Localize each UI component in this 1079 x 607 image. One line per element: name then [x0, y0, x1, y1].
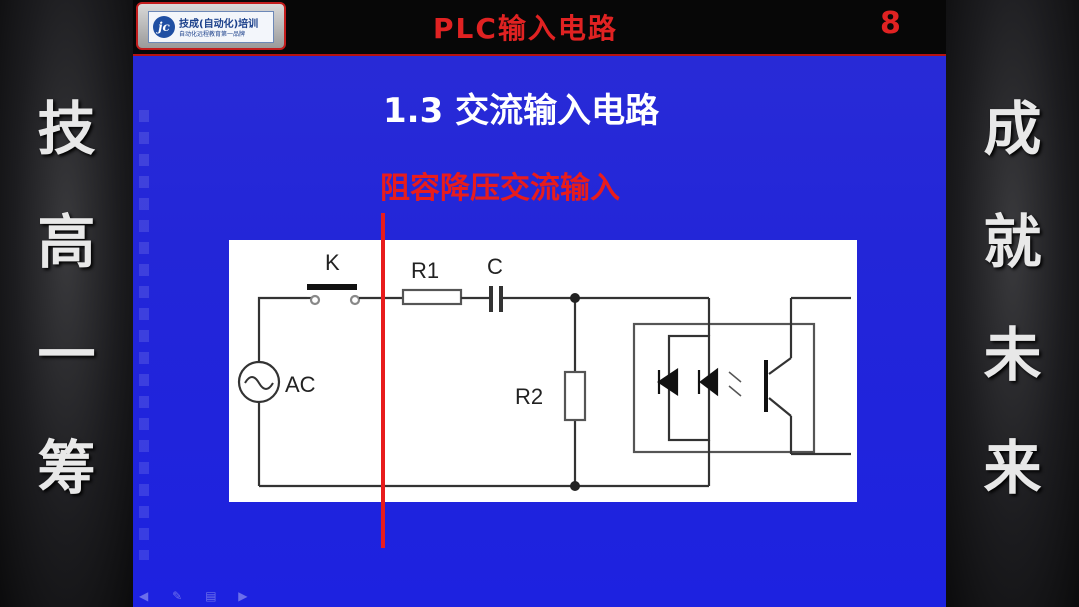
right-banner-char: 来 [983, 434, 1042, 502]
resistor-r2 [563, 370, 587, 422]
logo-mark-icon: jc [153, 16, 175, 38]
annotation-red-line [381, 213, 385, 548]
mouse-pointer-icon: ➤ [516, 366, 528, 382]
logo-tagline: 自动化远程教育第一品牌 [179, 31, 246, 38]
pen-icon[interactable]: ✎ [172, 589, 183, 603]
brand-logo: jc 技成(自动化)培训 自动化远程教育第一品牌 [136, 2, 286, 50]
slide-header-bar: jc 技成(自动化)培训 自动化远程教育第一品牌 PLC输入电路 8 [133, 0, 946, 56]
logo-name: 技成(自动化)培训 [179, 19, 259, 30]
right-banner-char: 未 [983, 321, 1042, 389]
left-banner-char: 筹 [37, 434, 96, 502]
logo-plate: jc 技成(自动化)培训 自动化远程教育第一品牌 [148, 11, 274, 43]
left-banner-char: 高 [37, 208, 96, 276]
right-banner-char: 就 [983, 208, 1042, 276]
menu-icon[interactable]: ▤ [205, 589, 217, 603]
label-r2: R2 [515, 384, 543, 409]
left-banner: 技 高 一 筹 [0, 0, 133, 607]
decorative-stripe [139, 110, 149, 560]
resistor-r1 [401, 288, 463, 306]
page-number: 8 [880, 6, 901, 41]
circuit-svg: K R1 C AC R2 [237, 250, 851, 491]
label-k: K [325, 250, 340, 275]
left-banner-char: 一 [37, 321, 96, 389]
section-subheading: 阻容降压交流输入 [380, 171, 620, 206]
arrow-left-icon[interactable]: ◀ [139, 589, 149, 603]
optocoupler [632, 322, 816, 454]
right-banner: 成 就 未 来 [946, 0, 1079, 607]
wire-left [257, 296, 307, 486]
right-banner-char: 成 [983, 95, 1042, 163]
arrow-right-icon[interactable]: ▶ [238, 589, 248, 603]
label-r1: R1 [411, 258, 439, 283]
label-ac: AC [285, 372, 316, 397]
left-banner-char: 技 [37, 95, 96, 163]
label-c: C [487, 254, 503, 279]
slide-title: PLC输入电路 [433, 12, 618, 45]
presentation-slide: jc 技成(自动化)培训 自动化远程教育第一品牌 PLC输入电路 8 1.3 交… [133, 0, 946, 607]
circuit-diagram: K R1 C AC R2 [229, 240, 857, 502]
slide-navigation[interactable]: ◀ ✎ ▤ ▶ [139, 585, 266, 605]
section-heading: 1.3 交流输入电路 [383, 91, 660, 131]
